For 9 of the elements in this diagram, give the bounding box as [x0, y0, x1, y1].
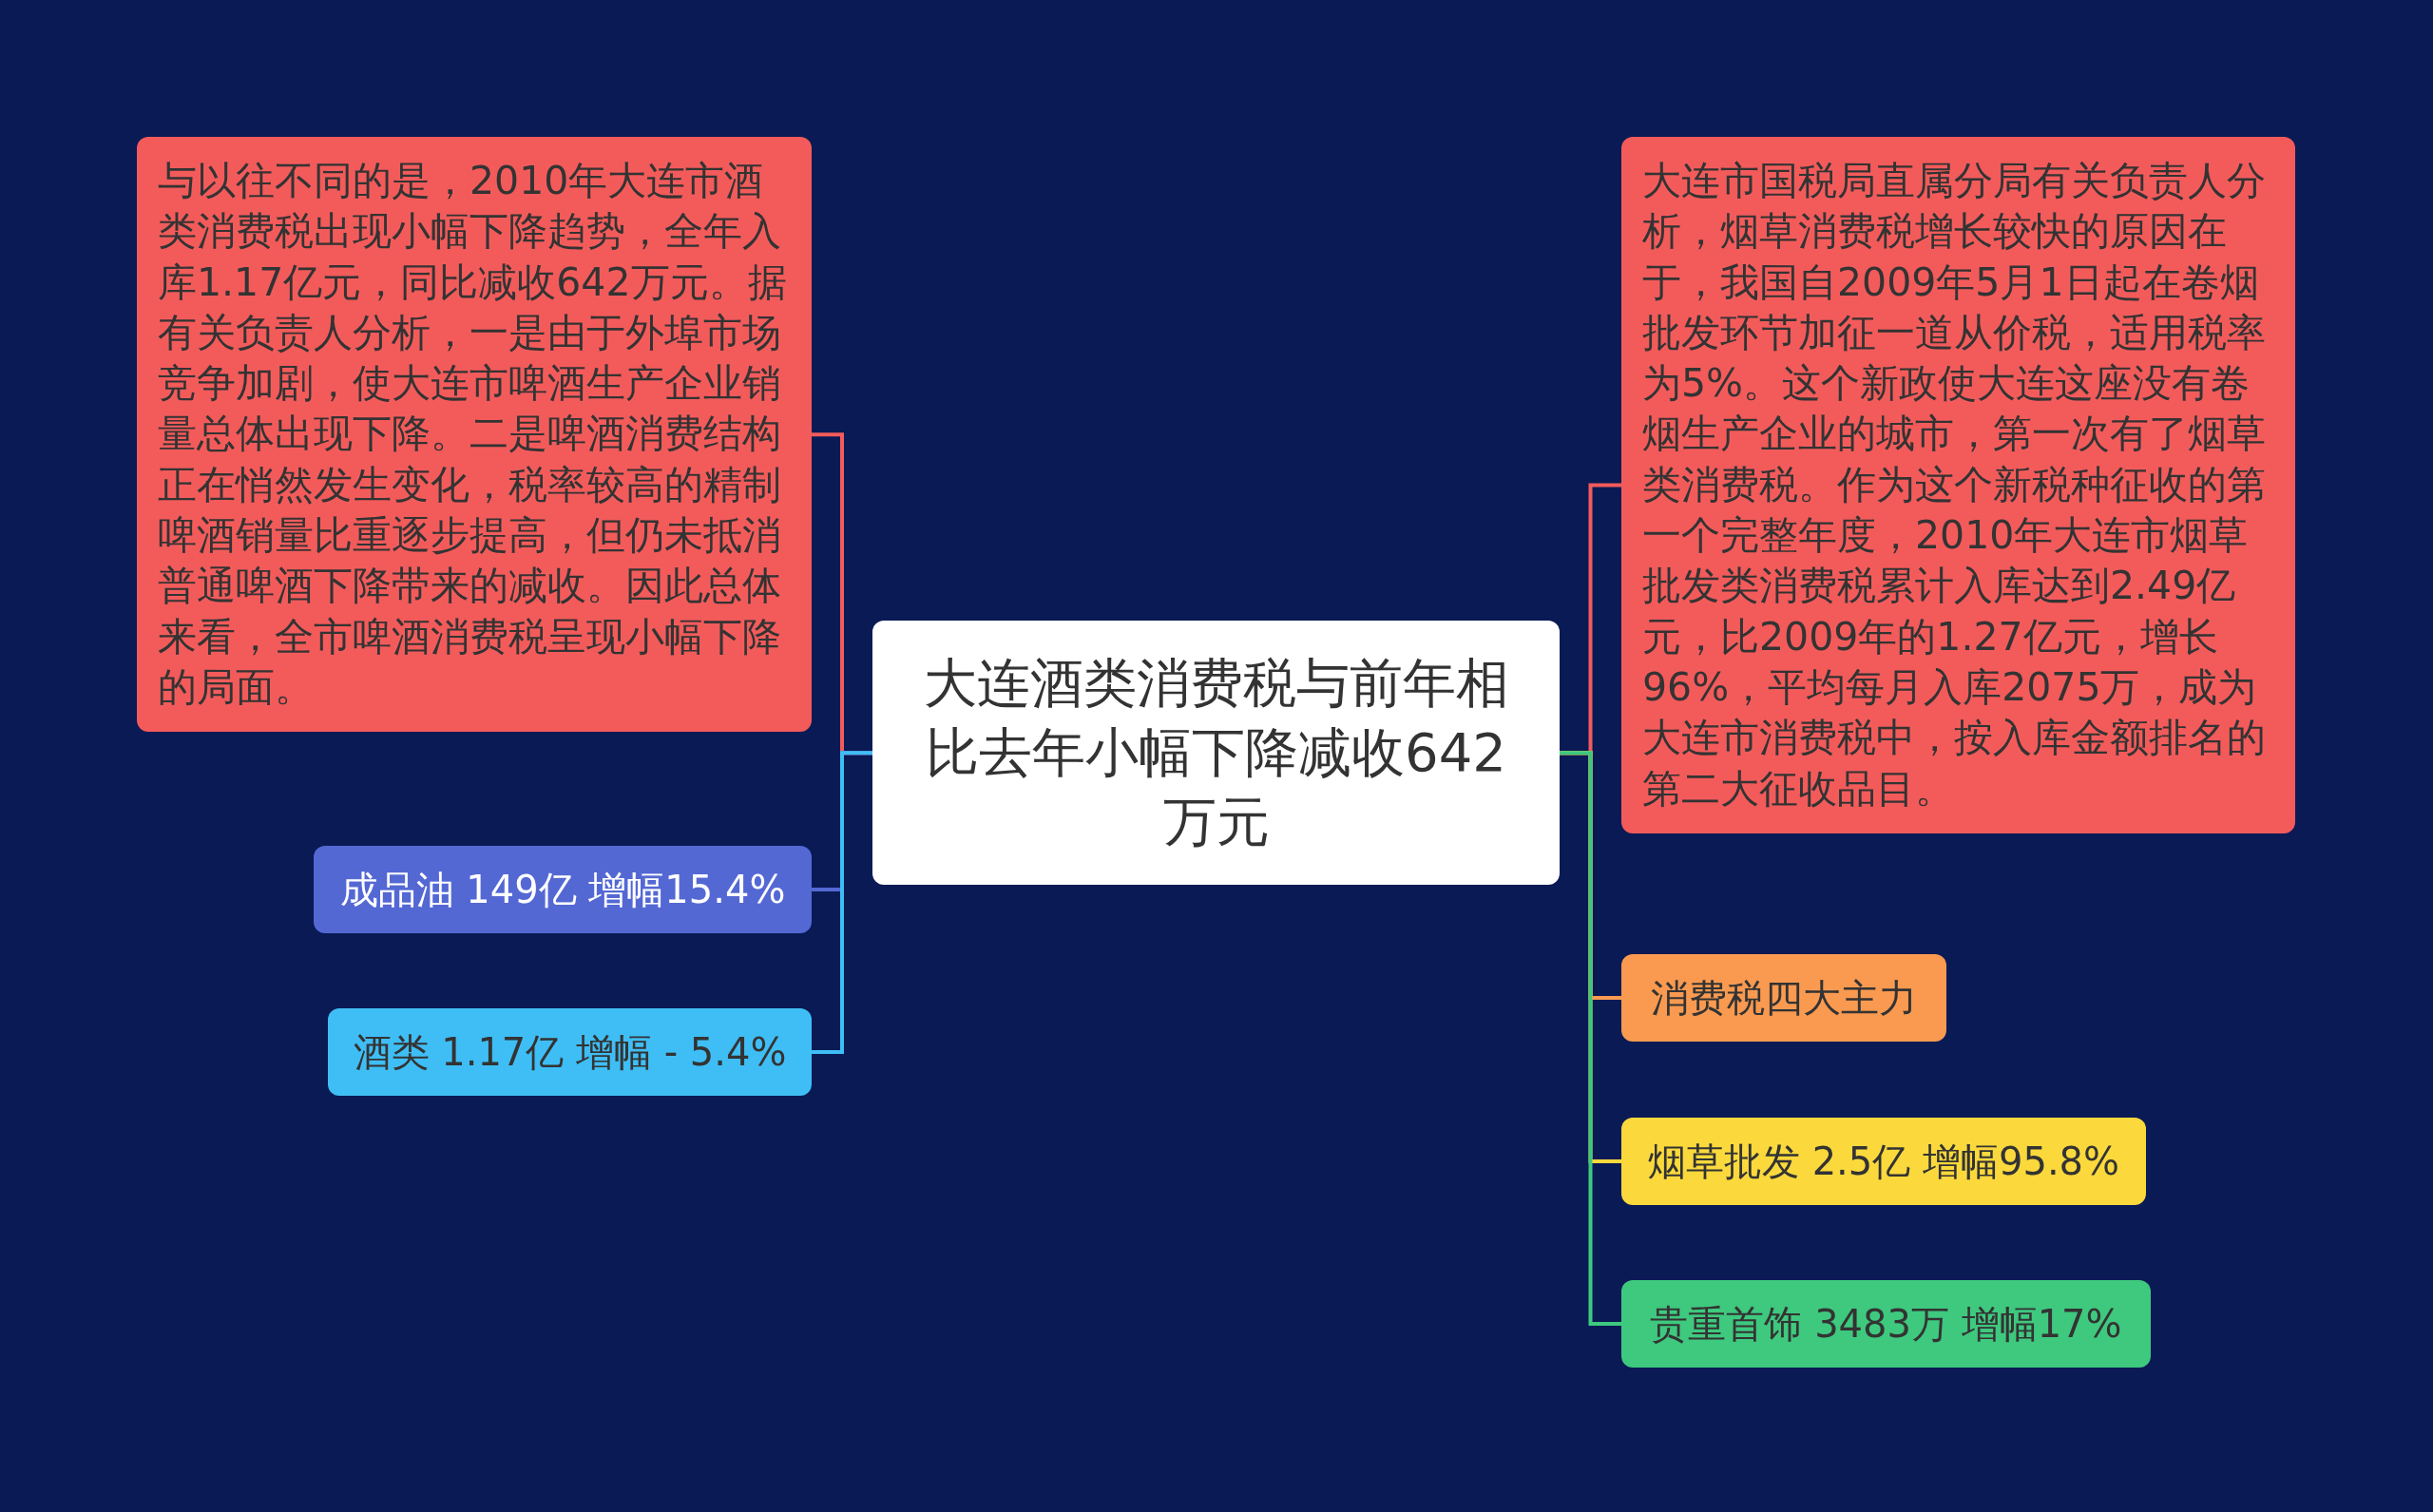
topic-box: 贵重首饰 3483万 增幅17% [1621, 1280, 2151, 1368]
topic-box: 消费税四大主力 [1621, 954, 1946, 1042]
note-box: 与以往不同的是，2010年大连市酒类消费税出现小幅下降趋势，全年入库1.17亿元，同比减收642万元。据有关负责人分析，一是由于外埠市场竞争加剧，使大连市啤酒生产企业销量总体出现下降。二是啤酒消费结构正在悄然发生变化，税率较高的精制啤酒销量比重逐步提高，但仍未抵消普通啤酒下降带来的减收。因此总体来看，全市啤酒消费税呈现小幅下降的局面。 [137, 137, 812, 733]
connector-line [812, 751, 872, 1054]
topic-box: 酒类 1.17亿 增幅 - 5.4% [328, 1008, 812, 1096]
note-box: 大连市国税局直属分局有关负责人分析，烟草消费税增长较快的原因在于，我国自2009年5月1日起在卷烟批发环节加征一道从价税，适用税率为5%。这个新政使大连这座没有卷烟生产企业的城市，第一次有了烟草类消费税。作为这个新税种征收的第一个完整年度，2010年大连市烟草批发类消费税累计入库达到2.49亿元，比2009年的1.27亿元，增长96%，平均每月入库2075万，成为大连市消费税中，按入库金额排名的第二大征收品目。 [1621, 137, 2295, 833]
central-topic-box: 大连酒类消费税与前年相比去年小幅下降减收642万元 [872, 621, 1560, 886]
topic-box: 烟草批发 2.5亿 增幅95.8% [1621, 1118, 2146, 1205]
topic-box: 成品油 149亿 增幅15.4% [314, 846, 812, 933]
